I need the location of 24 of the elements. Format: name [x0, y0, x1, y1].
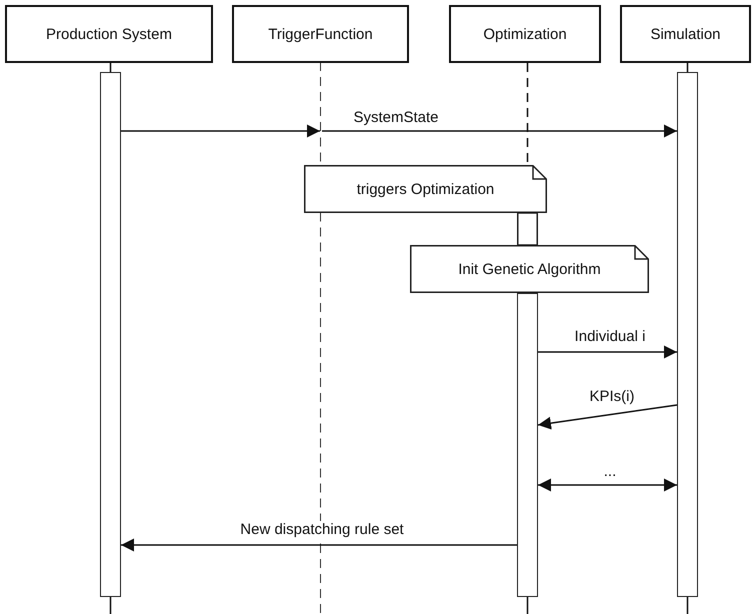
- lifeline: [526, 63, 528, 165]
- activation-bar: [517, 293, 538, 597]
- message-label: KPIs(i): [588, 388, 636, 405]
- lifeline: [686, 63, 688, 72]
- lifeline-header-box: Simulation: [620, 5, 751, 63]
- lifeline-header-box: Production System: [5, 5, 213, 63]
- lifeline-header-box: TriggerFunction: [232, 5, 409, 63]
- activation-bar: [100, 72, 121, 597]
- message-arrow: [121, 538, 517, 552]
- lifeline: [526, 597, 528, 614]
- message-arrow: [538, 346, 677, 358]
- message-label: New dispatching rule set: [238, 521, 406, 538]
- message-arrow: [538, 404, 678, 430]
- message-arrow: [121, 124, 320, 138]
- lifeline: [110, 597, 112, 614]
- note-box: Init Genetic Algorithm: [410, 245, 649, 293]
- lifeline: [686, 597, 688, 614]
- message-label: SystemState: [351, 109, 441, 126]
- activation-bar: [677, 72, 698, 597]
- note-box: triggers Optimization: [304, 165, 547, 213]
- message-arrow: [538, 478, 677, 492]
- lifeline-header-box: Optimization: [449, 5, 601, 63]
- lifeline: [110, 63, 112, 72]
- message-arrow: [322, 124, 677, 138]
